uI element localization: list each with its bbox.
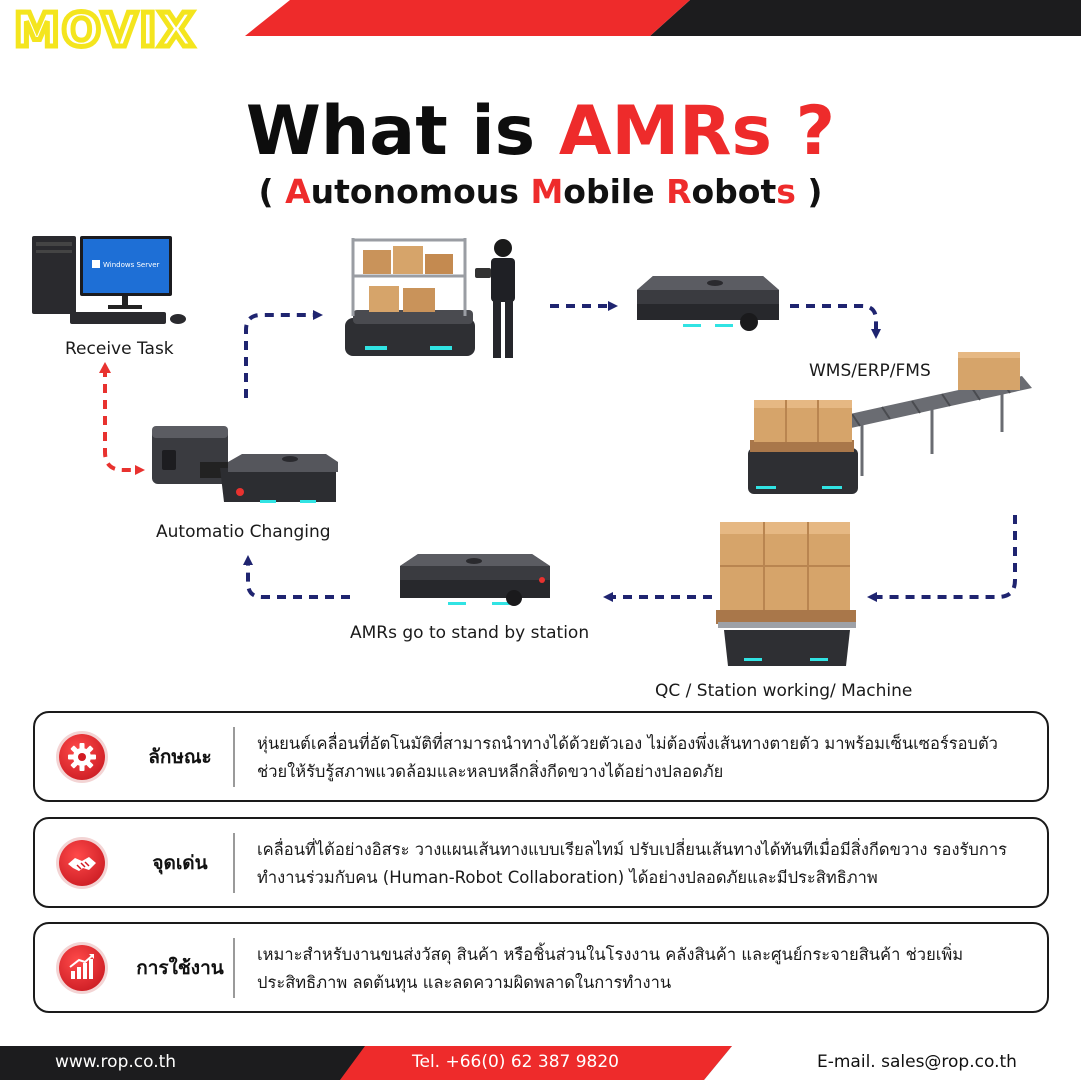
computer-icon: Windows Server bbox=[32, 236, 186, 324]
arrow-to-loading bbox=[244, 310, 323, 398]
label-standby-station: AMRs go to stand by station bbox=[350, 623, 590, 643]
arrow-to-wms bbox=[790, 304, 881, 339]
footer-email-link[interactable]: E-mail. sales@rop.co.th bbox=[817, 1052, 1017, 1072]
label-receive-task: Receive Task bbox=[65, 339, 174, 359]
box-heading: การใช้งาน bbox=[136, 956, 224, 979]
gear-icon bbox=[59, 734, 105, 780]
handshake-icon bbox=[59, 840, 105, 886]
growth-chart-icon bbox=[59, 945, 105, 991]
svg-text:Windows Server: Windows Server bbox=[103, 261, 160, 269]
arrow-to-qc bbox=[867, 515, 1017, 602]
info-box-highlights: จุดเด่น เคลื่อนที่ได้อย่างอิสระ วางแผนเส… bbox=[33, 817, 1049, 908]
label-automatic-changing: Automatio Changing bbox=[156, 522, 331, 542]
top-banner-red-stripe bbox=[245, 0, 690, 36]
box-text: เหมาะสำหรับงานขนส่งวัสดุ สินค้า หรือชิ้น… bbox=[257, 945, 964, 992]
info-box-characteristics: ลักษณะ หุ่นยนต์เคลื่อนที่อัตโนมัติที่สาม… bbox=[33, 711, 1049, 802]
page-subtitle: ( Autonomous Mobile Robots ) bbox=[258, 172, 823, 211]
box-heading: ลักษณะ bbox=[148, 745, 212, 768]
box-heading: จุดเด่น bbox=[152, 851, 208, 874]
box-text: หุ่นยนต์เคลื่อนที่อัตโนมัติที่สามารถนำทา… bbox=[257, 734, 998, 781]
conveyor-illustration bbox=[748, 352, 1032, 494]
arrow-task-charging bbox=[103, 368, 145, 475]
movix-logo: MOVIX bbox=[12, 4, 196, 52]
footer-website-link[interactable]: www.rop.co.th bbox=[55, 1052, 177, 1072]
footer-phone[interactable]: Tel. +66(0) 62 387 9820 bbox=[412, 1052, 619, 1072]
divider bbox=[233, 727, 235, 787]
svg-text:MOVIX: MOVIX bbox=[14, 4, 196, 52]
pallet-amr-illustration bbox=[716, 522, 856, 666]
amr-robot-illustration bbox=[637, 276, 779, 331]
label-qc-station: QC / Station working/ Machine bbox=[655, 681, 913, 701]
arrow-to-charging bbox=[243, 555, 350, 599]
charging-station-illustration bbox=[152, 426, 338, 503]
label-wms-erp-fms: WMS/ERP/FMS bbox=[809, 361, 931, 381]
footer-red-stripe bbox=[340, 1046, 732, 1080]
standby-amr-illustration bbox=[400, 554, 550, 606]
page-title: What is AMRs ? bbox=[245, 92, 836, 171]
footer-white-section bbox=[704, 1046, 1081, 1080]
box-text: เคลื่อนที่ได้อย่างอิสระ วางแผนเส้นทางแบบ… bbox=[257, 840, 1007, 887]
info-box-usage: การใช้งาน เหมาะสำหรับงานขนส่งวัสดุ สินค้… bbox=[33, 922, 1049, 1013]
amr-loading-illustration bbox=[345, 238, 515, 358]
divider bbox=[233, 833, 235, 893]
divider bbox=[233, 938, 235, 998]
flow-arrows bbox=[99, 301, 1017, 602]
